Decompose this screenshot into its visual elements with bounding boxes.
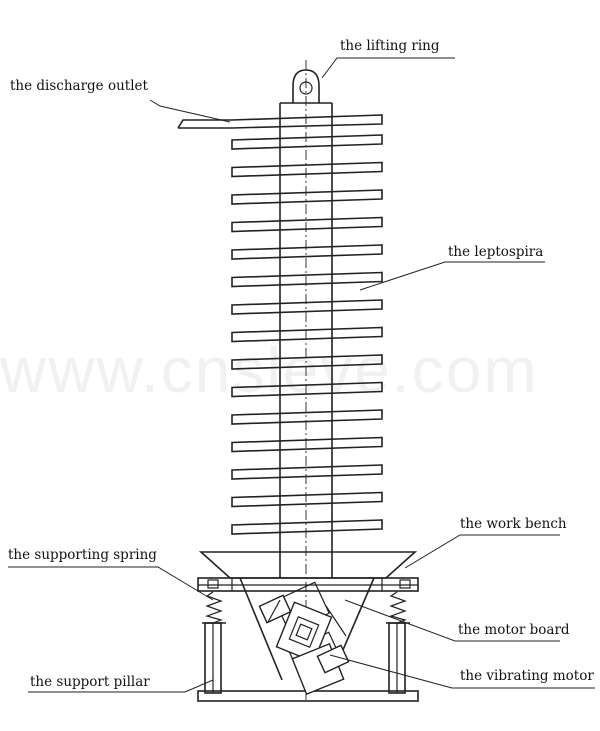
discharge-outlet <box>177 119 232 129</box>
spiral-turn <box>231 436 383 453</box>
leader-lines <box>8 57 595 693</box>
motor-board <box>197 577 419 592</box>
spiral-turn <box>231 519 383 535</box>
watermark-text: www.cnsleve.com <box>0 334 539 406</box>
support-pillar-left <box>204 622 222 694</box>
spiral-turn <box>231 244 383 260</box>
support-pillar-right <box>388 622 406 694</box>
spiral-turn <box>231 216 383 233</box>
spiral-turn <box>231 271 383 288</box>
spiral-turn <box>231 381 383 398</box>
label-work-bench: the work bench <box>460 516 567 532</box>
leptospira-helix <box>231 134 383 535</box>
label-vibrating-motor: the vibrating motor <box>460 668 594 684</box>
spiral-turn <box>231 189 383 205</box>
spiral-turn <box>231 161 383 178</box>
label-lifting-ring: the lifting ring <box>340 38 440 54</box>
spiral-turn <box>231 354 383 370</box>
label-supporting-spring: the supporting spring <box>8 547 157 563</box>
spiral-turn <box>231 409 383 425</box>
spiral-turn <box>231 326 383 343</box>
spiral-turn <box>231 299 383 315</box>
label-leptospira: the leptospira <box>448 244 543 260</box>
label-support-pillar: the support pillar <box>30 674 150 690</box>
spiral-turn <box>231 491 383 508</box>
vibrating-motor-assembly <box>258 581 350 696</box>
spiral-turn <box>231 134 383 150</box>
label-motor-board: the motor board <box>458 622 570 638</box>
supporting-spring-left <box>202 591 226 624</box>
label-discharge-outlet: the discharge outlet <box>10 78 149 94</box>
supporting-spring-right <box>386 591 410 624</box>
spiral-turn <box>231 464 383 480</box>
lifting-ring <box>292 69 320 103</box>
spiral-top-deck <box>231 114 383 129</box>
